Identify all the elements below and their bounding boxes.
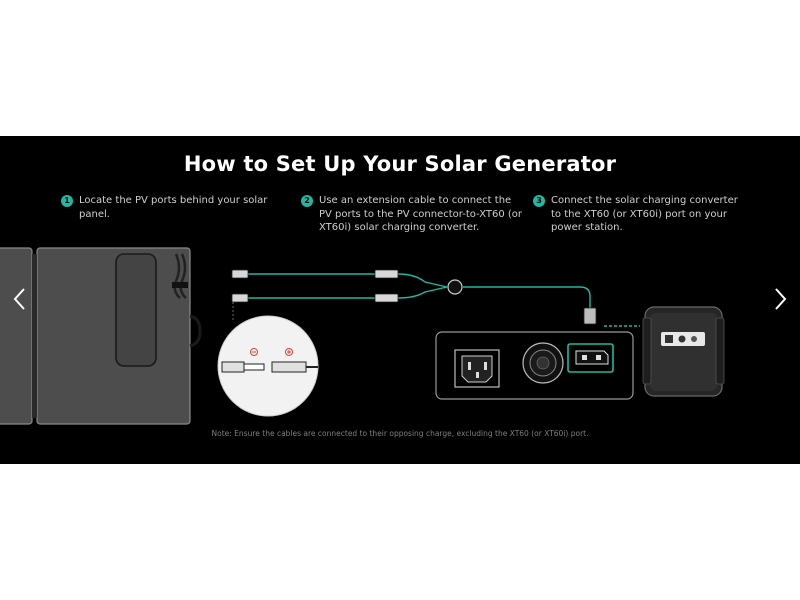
cable-connectors xyxy=(231,269,597,325)
setup-guide-banner: How to Set Up Your Solar Generator 1 Loc… xyxy=(0,136,800,464)
step-3-text: Connect the solar charging converter to … xyxy=(551,195,738,233)
extension-cable-illustration xyxy=(248,273,640,327)
connector-closeup-inset xyxy=(217,315,319,417)
step-3: 3 Connect the solar charging converter t… xyxy=(533,194,748,235)
step-2-text: Use an extension cable to connect the PV… xyxy=(319,195,523,233)
connection-note: Note: Ensure the cables are connected to… xyxy=(211,429,589,438)
step-3-number-badge: 3 xyxy=(533,195,545,207)
solar-panel-illustration xyxy=(0,247,202,425)
step-2: 2 Use an extension cable to connect the … xyxy=(301,194,526,235)
step-1-number-badge: 1 xyxy=(61,195,73,207)
chevron-right-icon[interactable] xyxy=(768,281,792,317)
power-station-port-panel xyxy=(435,331,634,400)
setup-illustration xyxy=(0,247,725,425)
step-1-text: Locate the PV ports behind your solar pa… xyxy=(79,195,268,220)
power-station-illustration xyxy=(642,306,725,397)
step-2-number-badge: 2 xyxy=(301,195,313,207)
step-1: 1 Locate the PV ports behind your solar … xyxy=(61,194,271,221)
chevron-left-icon[interactable] xyxy=(8,281,32,317)
page-title: How to Set Up Your Solar Generator xyxy=(183,152,617,176)
